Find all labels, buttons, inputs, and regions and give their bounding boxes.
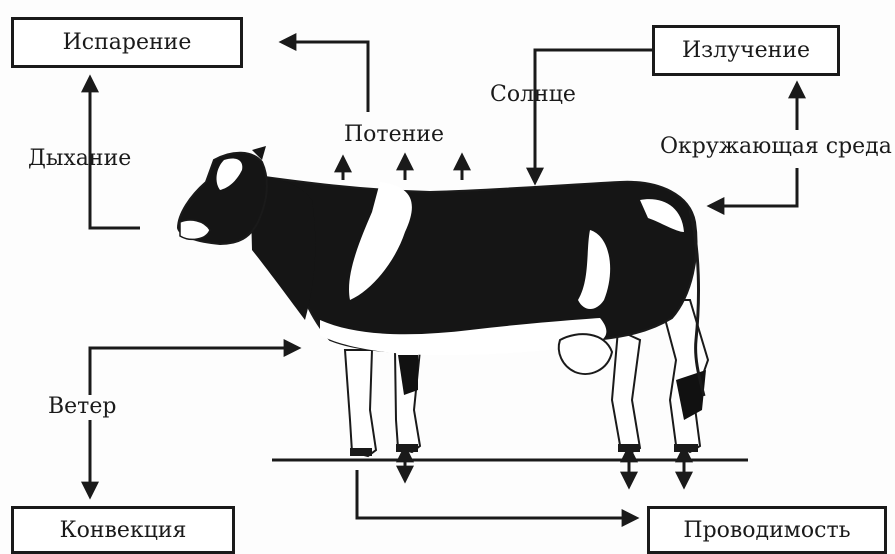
cow-udder <box>559 334 612 374</box>
cow-front-leg <box>345 350 376 456</box>
cow-hind-leg <box>612 330 640 452</box>
cow-illustration <box>178 146 708 456</box>
arrow-radiation-sun <box>535 50 654 182</box>
breathing-label: Дыхание <box>28 148 131 170</box>
cow-hoof <box>674 444 698 452</box>
conduction-box: Проводимость <box>647 506 887 554</box>
sun-label: Солнце <box>490 84 576 106</box>
cow-hoof <box>350 448 372 456</box>
sweating-label: Потение <box>344 124 444 146</box>
arrow-wind-to-cow <box>90 348 298 395</box>
arrow-sweating-to-evaporation <box>282 42 368 112</box>
wind-label: Ветер <box>48 396 116 418</box>
environment-label: Окружающая среда <box>660 136 892 158</box>
arrow-ground-to-conduction <box>357 470 636 518</box>
evaporation-box: Испарение <box>11 17 243 68</box>
cow-body <box>250 175 696 353</box>
radiation-box: Излучение <box>652 25 840 76</box>
cow-hoof <box>396 444 418 452</box>
arrow-environment-to-cow <box>710 168 797 206</box>
convection-box: Конвекция <box>11 506 235 554</box>
